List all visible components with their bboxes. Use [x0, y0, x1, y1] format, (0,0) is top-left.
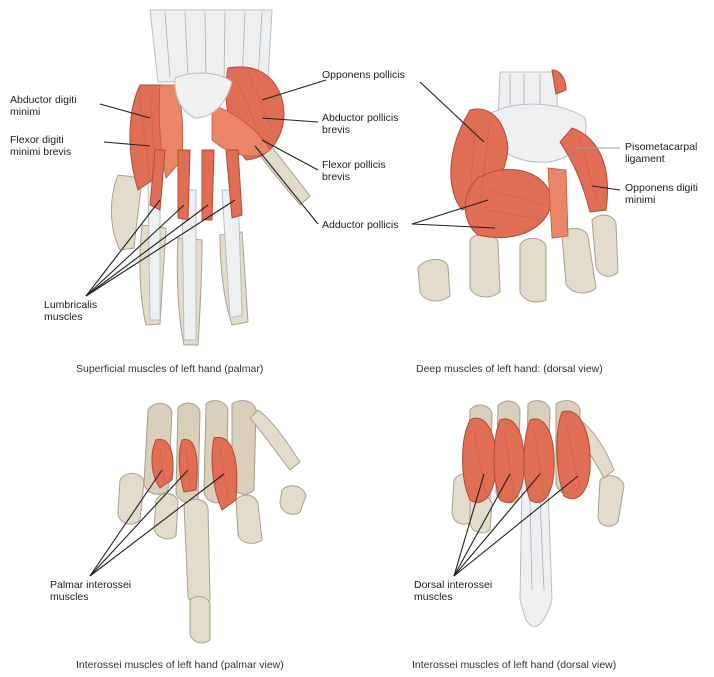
label-abductor-pollicis-brevis: Abductor pollicis brevis: [322, 112, 401, 136]
palmar-interossei-illustration: [118, 401, 306, 643]
label-pisometacarpal-ligament: Pisometacarpal ligament: [625, 141, 700, 165]
label-palmar-interossei-muscles: Palmar interossei muscles: [50, 579, 134, 603]
caption-superficial: Superficial muscles of left hand (palmar…: [76, 363, 263, 375]
label-adductor-pollicis: Adductor pollicis: [322, 219, 398, 231]
caption-palmar-interossei: Interossei muscles of left hand (palmar …: [76, 659, 284, 671]
label-opponens-digiti-minimi: Opponens digiti minimi: [625, 182, 701, 206]
label-flexor-pollicis-brevis: Flexor pollicis brevis: [322, 159, 389, 183]
dorsal-interossei-illustration: [452, 401, 624, 627]
caption-deep: Deep muscles of left hand: (dorsal view): [416, 363, 603, 375]
label-opponens-pollicis: Opponens pollicis: [322, 69, 405, 81]
label-flexor-digiti-minimi-brevis: Flexor digiti minimi brevis: [10, 134, 71, 158]
caption-dorsal-interossei: Interossei muscles of left hand (dorsal …: [412, 659, 616, 671]
deep-hand-illustration: [418, 70, 618, 302]
label-abductor-digiti-minimi: Abductor digiti minimi: [10, 94, 79, 118]
label-lumbricalis-muscles: Lumbricalis muscles: [44, 299, 100, 323]
label-dorsal-interossei-muscles: Dorsal interossei muscles: [414, 579, 495, 603]
